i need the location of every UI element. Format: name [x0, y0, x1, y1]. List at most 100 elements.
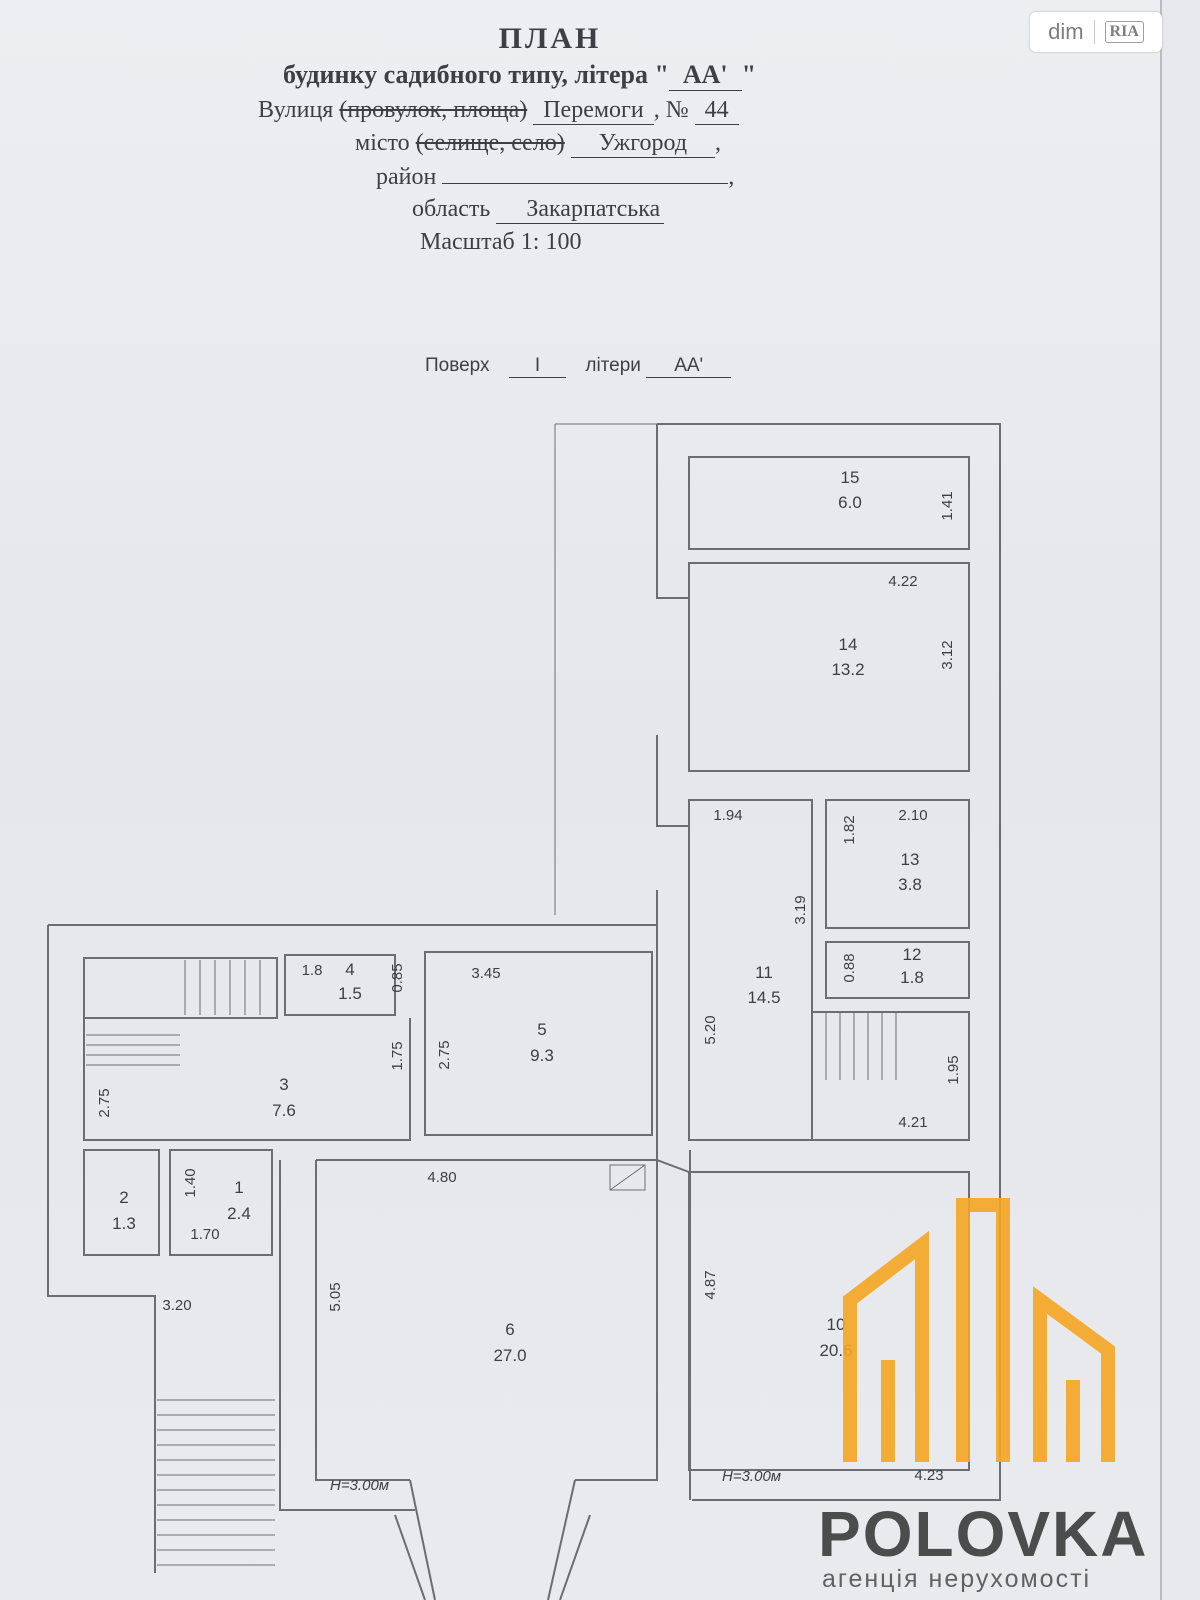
- right-block-outline: [657, 423, 1001, 1501]
- city-line: місто (селище, село) Ужгород,: [355, 130, 722, 158]
- stair-right: [811, 1012, 897, 1080]
- subtitle-suffix: ": [741, 60, 757, 89]
- dim-label: 3.45: [471, 965, 500, 982]
- dim-label: 5.20: [702, 1015, 719, 1044]
- dim-label: 0.88: [841, 953, 858, 982]
- dim-label: 3.12: [939, 640, 956, 669]
- city-struck: (селище, село): [415, 130, 565, 156]
- room-14-outline: [688, 562, 970, 772]
- room-13-outline: [825, 799, 970, 929]
- plan-subtitle: будинку садибного типу, літера "АА'": [283, 60, 756, 91]
- room-1-number: 1: [234, 1178, 243, 1197]
- floor-value: I: [508, 355, 567, 378]
- region-line: область Закарпатська: [412, 196, 665, 224]
- wall-segment: [656, 424, 689, 599]
- brand-name: POLOVKA: [818, 1498, 1149, 1570]
- left-block-left-wall: [47, 925, 156, 1573]
- dim-label: 2.10: [898, 807, 927, 824]
- dim-label: 1.95: [945, 1055, 962, 1084]
- dim-label: 1.8: [302, 962, 323, 979]
- dim-label: 1.75: [389, 1041, 406, 1070]
- room-6-outline-right: [316, 1159, 658, 1481]
- dim-label: 1.82: [841, 815, 858, 844]
- room-10-number: 10: [827, 1315, 846, 1334]
- number-sep: , №: [653, 97, 689, 123]
- dim-label: 4.22: [888, 573, 917, 590]
- title-block: ПЛАН будинку садибного типу, літера "АА'…: [0, 0, 1160, 270]
- room-5-number: 5: [537, 1020, 546, 1039]
- room-13-number: 13: [901, 850, 920, 869]
- dim-label: 0.85: [389, 963, 406, 992]
- badge-dim-text: dim: [1048, 19, 1084, 44]
- room-2-number: 2: [119, 1188, 128, 1207]
- letter-label: літери: [585, 355, 641, 376]
- stair-area-outline: [83, 957, 278, 1019]
- room-11-area: 14.5: [747, 988, 780, 1007]
- room-15-outline: [688, 456, 970, 550]
- room-12-outline: [825, 941, 970, 999]
- room-6-area: 27.0: [493, 1346, 526, 1365]
- room-4-number: 4: [345, 960, 354, 979]
- dim-label: 4.23: [914, 1467, 943, 1484]
- room-15-number: 15: [841, 468, 860, 487]
- room-13-area: 3.8: [898, 875, 922, 894]
- bay-window: [394, 1479, 591, 1600]
- district-line: район ,: [376, 164, 735, 190]
- room-1-outline: [169, 1149, 273, 1256]
- dim-label: 4.21: [898, 1114, 927, 1131]
- dimension-labels: 1.41 4.22 3.12 1.94 2.10 1.82 3.19 0.88 …: [96, 491, 962, 1494]
- room-6-number: 6: [505, 1320, 514, 1339]
- room-6-outline-left: [315, 1160, 410, 1481]
- room-12-area: 1.8: [900, 968, 924, 987]
- ceiling-height-left: H=3.00м: [330, 1477, 389, 1494]
- street-line: Вулиця (провулок, площа) Перемоги, № 44: [258, 97, 739, 125]
- room-6-fixture: [609, 1164, 646, 1191]
- subtitle-prefix: будинку садибного типу, літера ": [283, 60, 669, 89]
- street-struck: (провулок, площа): [339, 97, 528, 123]
- room-15-area: 6.0: [838, 493, 862, 512]
- brand-tagline: агенція нерухомості: [822, 1565, 1092, 1593]
- badge-ria-text: RIA: [1104, 21, 1144, 43]
- dim-label: 4.80: [427, 1169, 456, 1186]
- district-label: район: [376, 164, 437, 190]
- dim-label: 3.20: [162, 1297, 191, 1314]
- room-12-number: 12: [903, 945, 922, 964]
- room-11-outline: [688, 799, 813, 1141]
- dim-label: 1.94: [713, 807, 742, 824]
- dim-label: 4.87: [702, 1270, 719, 1299]
- region-label: область: [412, 196, 491, 222]
- room-5-area: 9.3: [530, 1046, 554, 1065]
- dim-label: 2.75: [96, 1088, 113, 1117]
- dim-label: 5.05: [327, 1282, 344, 1311]
- wall-segment: [656, 890, 690, 1173]
- room-4-outline: [284, 954, 396, 1016]
- subtitle-letter: АА': [668, 60, 742, 91]
- room-3-number: 3: [279, 1075, 288, 1094]
- stair-left: [86, 960, 261, 1066]
- room-1-area: 2.4: [227, 1204, 251, 1223]
- room-3-area: 7.6: [272, 1101, 296, 1120]
- letter-value: АА': [646, 355, 732, 378]
- city-label: місто: [355, 130, 410, 156]
- plan-title: ПЛАН: [498, 22, 602, 55]
- room-14-number: 14: [839, 635, 858, 654]
- dim-label: 1.40: [182, 1168, 199, 1197]
- floor-line: Поверх I літери АА': [425, 355, 732, 378]
- dim-label: 1.41: [939, 491, 956, 520]
- city-value: Ужгород: [570, 130, 716, 158]
- scale-line: Масштаб 1: 100: [420, 229, 582, 255]
- room-14-area: 13.2: [831, 660, 864, 679]
- stair-entry: [157, 1399, 275, 1566]
- room-5-outline: [424, 951, 653, 1136]
- dim-label: 3.19: [792, 895, 809, 924]
- floor-label: Поверх: [425, 355, 490, 376]
- room-11-number: 11: [755, 963, 773, 982]
- street-value: Перемоги: [533, 97, 654, 125]
- region-value: Закарпатська: [496, 196, 665, 224]
- badge-separator: [1093, 20, 1095, 44]
- room-2-area: 1.3: [112, 1214, 136, 1233]
- ceiling-height-right: H=3.00м: [722, 1468, 781, 1485]
- room-labels: 15 6.0 14 13.2 13 3.8 12 1.8 11 14.5 10 …: [112, 468, 924, 1365]
- room-2-outline: [83, 1149, 160, 1256]
